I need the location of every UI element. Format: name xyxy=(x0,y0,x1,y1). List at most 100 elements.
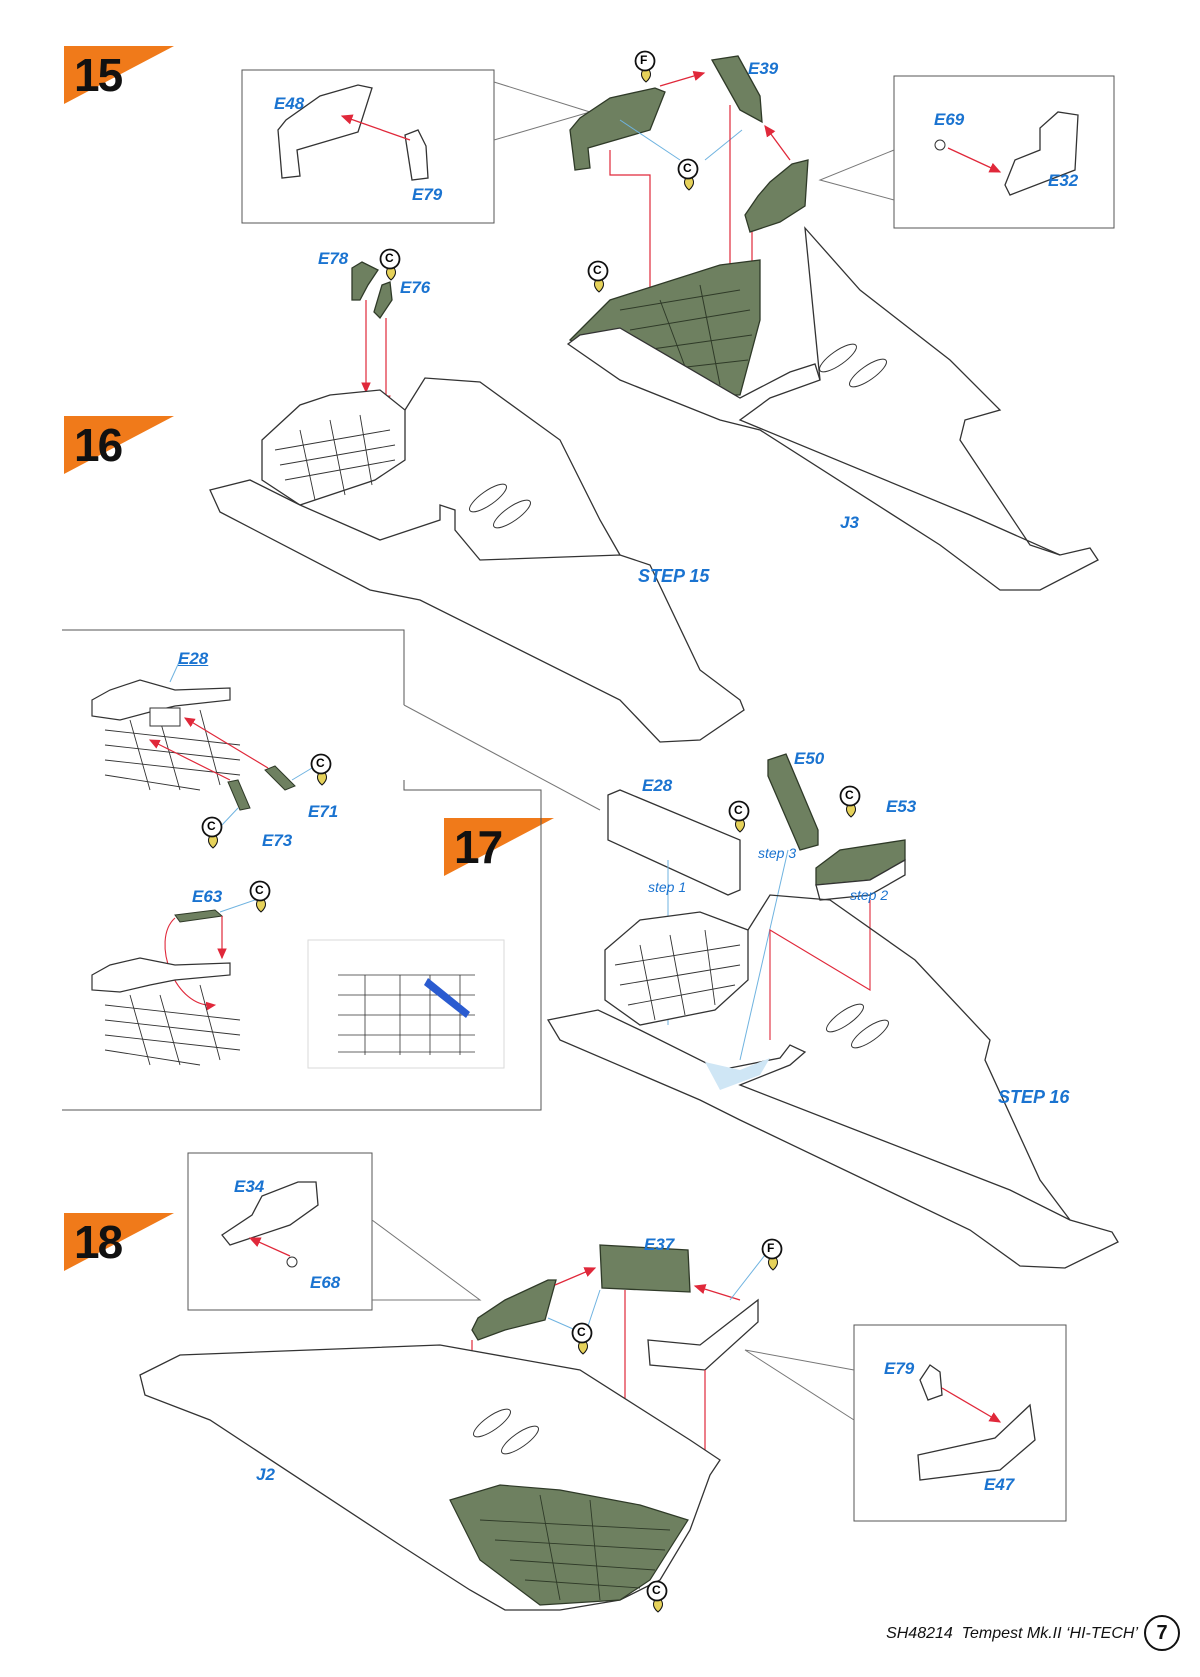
cockpit-floor-j2 xyxy=(449,1484,689,1606)
detail-tub-top xyxy=(91,679,231,721)
step-16-number: 16 xyxy=(74,419,123,471)
inset-frame xyxy=(338,974,475,1055)
assembly-arrow xyxy=(554,1267,597,1286)
fuselage-hole xyxy=(501,1425,539,1455)
paint-marker-c: C xyxy=(570,1322,596,1356)
paint-marker-c: C xyxy=(309,753,335,787)
paint-leader xyxy=(291,767,313,781)
orange-flag-icon xyxy=(64,46,174,104)
label-e28: E28 xyxy=(642,776,673,795)
part-e39 xyxy=(710,55,763,124)
paint-marker-c: C xyxy=(727,800,753,834)
assembly-arrow xyxy=(769,900,871,1040)
part-e39-left-panel xyxy=(569,87,666,171)
paint-drop-icon xyxy=(587,260,609,293)
paint-drop-icon xyxy=(634,50,656,83)
detail-box-e47 xyxy=(853,1324,1067,1522)
fuselage-hole xyxy=(819,343,857,373)
part-e69 xyxy=(934,139,946,151)
assembly-arrow xyxy=(183,717,269,769)
step-16-drawing xyxy=(209,261,745,743)
part-e63 xyxy=(174,909,224,923)
assembly-arrow xyxy=(941,1387,1002,1423)
cockpit-tub-main-ribs xyxy=(614,929,741,1021)
floor-ribs xyxy=(619,284,753,386)
detail-callout-line xyxy=(744,1349,855,1421)
part-e34-assembly xyxy=(471,1279,557,1341)
paint-marker-c: C xyxy=(248,880,274,914)
fuselage-outline xyxy=(404,377,621,556)
label-e48: E48 xyxy=(274,94,305,113)
label-e63: E63 xyxy=(192,887,223,906)
step-18-flag: 18 xyxy=(64,1213,184,1271)
paint-marker-c: C xyxy=(676,158,702,192)
paint-drop-icon xyxy=(571,1322,593,1355)
paint-drop-icon xyxy=(728,800,750,833)
kit-code: SH48214 xyxy=(886,1625,953,1642)
step-16-flag: 16 xyxy=(64,416,184,474)
label-j3: J3 xyxy=(840,513,859,532)
orange-flag-icon xyxy=(64,1213,174,1271)
fuselage-hole xyxy=(493,499,531,529)
fuselage-half-step16-ref xyxy=(546,1009,1119,1269)
part-e47 xyxy=(917,1403,1036,1481)
assembly-arrow xyxy=(693,1284,741,1301)
step-18-number: 18 xyxy=(74,1216,123,1268)
label-e28-detail: E28 xyxy=(178,649,209,668)
label-e50: E50 xyxy=(794,749,825,768)
cockpit-tub xyxy=(261,389,406,506)
paint-marker-f: F xyxy=(760,1238,786,1272)
part-e28-detail xyxy=(149,707,181,727)
label-step-1: step 1 xyxy=(648,879,687,895)
assembly-arrow xyxy=(148,739,231,781)
part-e76 xyxy=(373,281,393,320)
leader-e28 xyxy=(169,659,181,683)
part-e50 xyxy=(767,753,819,851)
part-e32 xyxy=(1004,111,1079,196)
detail-box-border xyxy=(62,629,405,705)
part-e79 xyxy=(404,129,429,181)
paint-drop-icon xyxy=(310,753,332,786)
part-e53 xyxy=(815,858,906,901)
step-15-drawing xyxy=(241,55,1115,591)
footer-caption: SH48214 Tempest Mk.II ‘HI-TECH’ xyxy=(886,1625,1138,1643)
fuselage-hole xyxy=(851,1019,889,1049)
part-e71 xyxy=(264,765,296,791)
label-e79: E79 xyxy=(412,185,443,204)
paint-drop-icon xyxy=(677,158,699,191)
assembly-arrow xyxy=(764,124,791,161)
paint-leader xyxy=(221,807,239,826)
floor-ribs-j2 xyxy=(479,1494,671,1601)
detail-box-e32 xyxy=(893,75,1115,229)
assembly-arrow xyxy=(248,1237,291,1257)
label-step-2: step 2 xyxy=(850,887,889,903)
orange-flag-icon xyxy=(444,818,554,876)
detail-callout-line xyxy=(371,1219,482,1301)
label-j2: J2 xyxy=(256,1465,275,1484)
paint-leader xyxy=(729,1254,766,1301)
label-e34: E34 xyxy=(234,1177,265,1196)
label-e78: E78 xyxy=(318,249,349,268)
fuselage-outline xyxy=(747,894,1071,1221)
glue-area-highlight xyxy=(705,1058,770,1090)
label-e47: E47 xyxy=(984,1475,1015,1494)
fuselage-hole xyxy=(826,1003,864,1033)
paint-marker-f: F xyxy=(633,50,659,84)
detail-tub-top-2 xyxy=(91,957,231,993)
step-15-flag: 15 xyxy=(64,46,184,104)
assembly-arrow xyxy=(659,70,706,87)
paint-drop-icon xyxy=(646,1580,668,1613)
fuselage-hole xyxy=(473,1408,511,1438)
part-e28 xyxy=(607,789,741,896)
part-e68 xyxy=(286,1256,298,1268)
kit-title: Tempest Mk.II ‘HI-TECH’ xyxy=(961,1625,1138,1642)
paint-drop-icon xyxy=(249,880,271,913)
detail-box-e34 xyxy=(187,1152,373,1311)
label-e69: E69 xyxy=(934,110,965,129)
fuselage-half-step15-ref xyxy=(209,479,745,743)
cockpit-tub-ribs xyxy=(274,414,396,501)
inset-detail xyxy=(307,939,505,1069)
paint-marker-c: C xyxy=(838,785,864,819)
paint-marker-c: C xyxy=(200,816,226,850)
paint-marker-c: C xyxy=(378,248,404,282)
